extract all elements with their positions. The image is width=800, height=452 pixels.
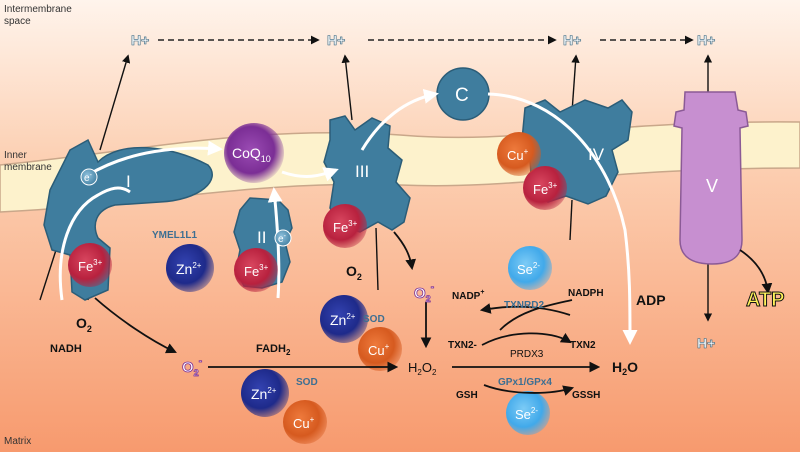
superoxide-label: O2- <box>182 356 202 378</box>
svg-text:Cu+: Cu+ <box>368 342 390 358</box>
anchor-line <box>39 249 57 301</box>
coq10-label: CoQ10 <box>232 145 271 164</box>
atp-synthase <box>673 91 749 265</box>
svg-text:Cu+: Cu+ <box>293 415 315 431</box>
txn2-reduced-label: TXN2- <box>448 340 477 351</box>
nadph-label: NADPH <box>568 288 604 299</box>
complex-i-label: I <box>126 172 131 191</box>
txnrd2-cycle-arrow <box>479 303 571 316</box>
proton-pump-arrow <box>99 54 131 151</box>
svg-text:Fe3+: Fe3+ <box>244 263 269 279</box>
svg-text:Se2-: Se2- <box>515 406 538 422</box>
fe-ion: Fe3+ <box>523 166 567 210</box>
proton-label: H+ <box>327 32 345 48</box>
txnrd2-cycle-arrow <box>499 299 573 331</box>
complex-ii-label: II <box>257 228 266 247</box>
oxygen-label: O2 <box>76 315 92 334</box>
proton-label: H+ <box>131 32 149 48</box>
proton-label: H+ <box>697 32 715 48</box>
se-ion: Se2- <box>506 391 550 435</box>
zn-ion: Zn2+ <box>241 369 289 417</box>
txn-cycle-arrow <box>481 332 572 346</box>
gpx-label: GPx1/GPx4 <box>498 377 552 388</box>
svg-text:Zn2+: Zn2+ <box>330 312 356 328</box>
proton-label: H+ <box>697 335 715 351</box>
proton-label: H+ <box>563 32 581 48</box>
matrix-label: Matrix <box>4 436 31 447</box>
electron-badge <box>80 168 98 186</box>
cu-ion: Cu+ <box>358 327 402 371</box>
reaction-arrow <box>393 231 417 271</box>
electron-flow-arrow <box>487 92 638 345</box>
svg-text:Zn2+: Zn2+ <box>251 386 277 402</box>
fe-ion: Fe3+ <box>323 204 367 248</box>
svg-text:Zn2+: Zn2+ <box>176 261 202 277</box>
txn2-oxidized-label: TXN2 <box>570 340 596 351</box>
svg-text:Cu+: Cu+ <box>507 147 529 163</box>
electron-flow-arrow <box>281 167 339 182</box>
coq10 <box>224 123 284 183</box>
anchor-line <box>375 227 379 291</box>
h2o2-label: H2O2 <box>408 360 437 377</box>
fadh2-label: FADH2 <box>256 343 291 357</box>
svg-text:Se2-: Se2- <box>517 261 540 277</box>
fe-ion: Fe3+ <box>68 243 112 287</box>
svg-text:Fe3+: Fe3+ <box>333 219 358 235</box>
gsh-label: GSH <box>456 390 478 401</box>
zn-ion: Zn2+ <box>166 244 214 292</box>
prdx3-label: PRDX3 <box>510 349 544 360</box>
proton-pump-arrow <box>341 54 353 121</box>
electron-label: e- <box>84 172 93 184</box>
electron-flow-arrow <box>58 186 131 301</box>
sod-label: SOD <box>363 314 385 325</box>
fe-ion: Fe3+ <box>234 248 278 292</box>
intermembrane-label: Intermembrane <box>4 4 72 15</box>
atp-production-arrow <box>739 249 773 295</box>
intermembrane-label-2: space <box>4 16 31 27</box>
sod-label: SOD <box>296 377 318 388</box>
electron-flow-arrow <box>360 88 439 151</box>
inner-membrane-label: Inner <box>4 150 27 161</box>
electron-label: e- <box>278 233 287 245</box>
water-label: H2O <box>612 359 638 377</box>
reaction-arrow <box>94 297 177 354</box>
nadh-label: NADH <box>50 343 82 355</box>
svg-text:Fe3+: Fe3+ <box>533 181 558 197</box>
nadp-label: NADP+ <box>452 289 484 302</box>
oxygen-label: O2 <box>346 263 362 282</box>
complex-v-label: V <box>706 176 718 196</box>
complex-iii <box>323 115 411 233</box>
adp-label: ADP <box>636 292 666 308</box>
superoxide-label: O2- <box>414 282 434 304</box>
cu-ion: Cu+ <box>497 132 541 176</box>
svg-text:Fe3+: Fe3+ <box>78 258 103 274</box>
electron-badge <box>274 229 292 247</box>
gpx-cycle-arrow <box>483 384 575 396</box>
zn-ion: Zn2+ <box>320 295 368 343</box>
complex-iii-label: III <box>355 162 369 181</box>
atp-label: ATP <box>746 289 785 311</box>
yme-label: YMEL1L1 <box>152 230 197 241</box>
electron-flow-arrow <box>267 187 283 299</box>
txnrd2-label: TXNRD2 <box>504 300 544 311</box>
inner-membrane-label-2: membrane <box>4 162 52 173</box>
electron-flow-arrow <box>87 140 223 177</box>
cytochrome-c-label: C <box>455 85 469 106</box>
anchor-line <box>569 199 573 241</box>
proton-pump-arrow <box>571 54 580 113</box>
cu-ion: Cu+ <box>283 400 327 444</box>
se-ion: Se2- <box>508 246 552 290</box>
complex-iv-label: IV <box>588 145 605 164</box>
gssh-label: GSSH <box>572 390 600 401</box>
